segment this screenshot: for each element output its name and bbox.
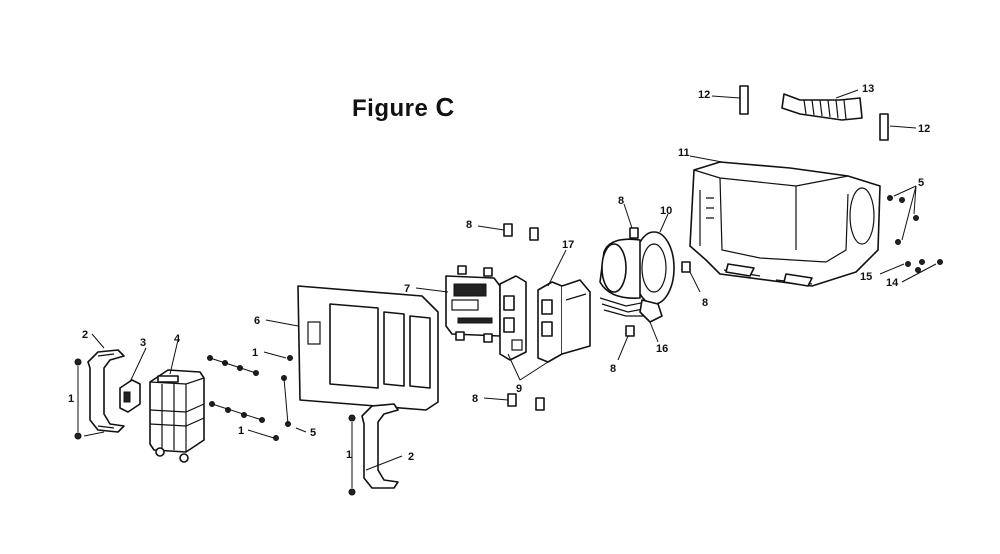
outlet-left — [499, 275, 527, 361]
panel-screws — [207, 355, 293, 441]
handle-end-caps — [739, 85, 889, 141]
callout-6-faceplate: 6 — [254, 315, 260, 327]
callout-17: 17 — [562, 239, 574, 251]
callout-5-housing: 5 — [918, 177, 924, 189]
callout-3-switch: 3 — [140, 337, 146, 349]
callout-14: 14 — [886, 277, 899, 289]
callout-4-battery: 4 — [174, 333, 181, 345]
spacer-clips — [477, 223, 691, 411]
callout-1-upper-screws: 1 — [252, 347, 258, 359]
figure-title-word: Figure — [352, 95, 429, 122]
outlet-right — [537, 279, 591, 363]
callout-15: 15 — [860, 271, 872, 283]
callout-8-lower-clip: 8 — [610, 363, 616, 375]
callout-8-top-clips: 8 — [466, 219, 472, 231]
left-handle-screws — [74, 358, 82, 440]
callout-12-left-cap: 12 — [698, 89, 710, 101]
right-handle-screws — [348, 414, 356, 496]
leader-lines — [77, 89, 937, 488]
callout-12-right-cap: 12 — [918, 123, 930, 135]
callout-5-lower: 5 — [310, 427, 316, 439]
faceplate — [297, 285, 439, 411]
callout-11-housing: 11 — [678, 147, 690, 159]
left-handle — [87, 349, 125, 433]
callout-1-left-handle: 1 — [68, 393, 74, 405]
callout-2-right-handle: 2 — [408, 451, 414, 463]
right-handle — [361, 403, 399, 489]
callout-2-left-handle: 2 — [82, 329, 88, 341]
callout-8-receptacle-clip: 8 — [618, 195, 624, 207]
callout-labels: 1 2 3 4 1 1 5 6 1 2 7 8 8 9 17 8 10 8 8 … — [68, 83, 930, 463]
callout-8-bottom-clips: 8 — [472, 393, 478, 405]
frame-housing — [689, 161, 881, 287]
rocker-switch — [119, 379, 141, 413]
callout-7-meter: 7 — [404, 283, 410, 295]
figure-title: Figure C — [352, 92, 455, 123]
wire-harness — [599, 297, 663, 323]
callout-8-side-clip: 8 — [702, 297, 708, 309]
callout-16-harness: 16 — [656, 343, 668, 355]
callout-1-right-handle: 1 — [346, 449, 352, 461]
callout-13-grip: 13 — [862, 83, 874, 95]
callout-10-receptacle: 10 — [660, 205, 672, 217]
battery-module — [149, 369, 205, 463]
hour-meter — [445, 265, 501, 343]
callout-9-outlets: 9 — [516, 383, 522, 395]
top-handle-grip — [781, 93, 863, 121]
housing-screws — [887, 195, 943, 273]
twist-lock-receptacle — [599, 231, 675, 305]
figure-title-letter: C — [435, 92, 455, 122]
callout-1-lower-screws: 1 — [238, 425, 244, 437]
